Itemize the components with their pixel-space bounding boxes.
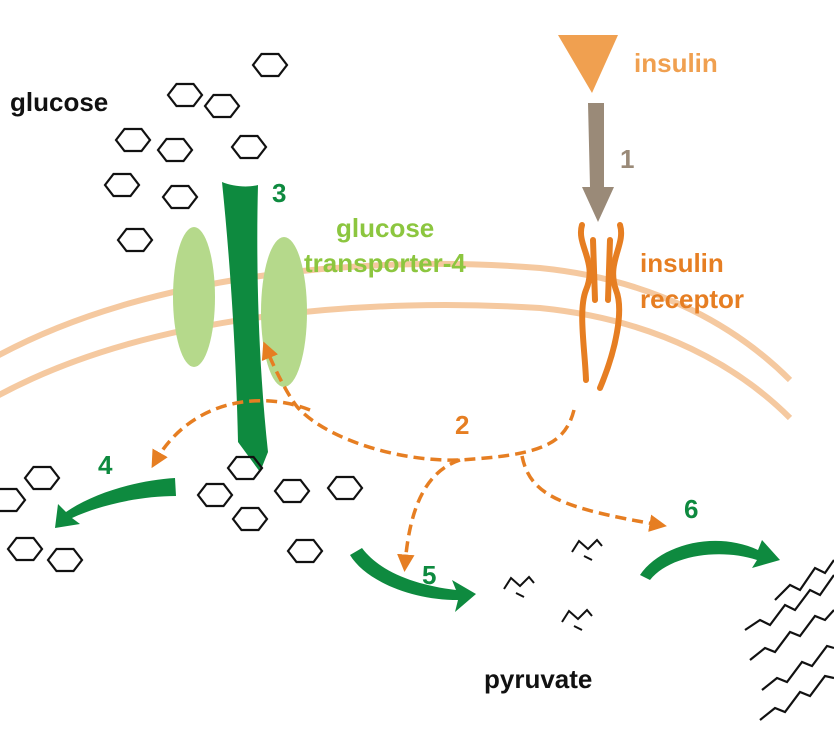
insulin-binding-arrow xyxy=(582,103,614,222)
lipogenesis-arrow xyxy=(640,540,780,580)
step-4-label: 4 xyxy=(98,450,113,480)
step-2-label: 2 xyxy=(455,410,469,440)
glucose-hexagon-icon xyxy=(103,52,289,253)
pyruvate-molecule-icon xyxy=(503,539,603,631)
step-3-label: 3 xyxy=(272,178,286,208)
insulin-receptor-protein xyxy=(577,222,625,391)
step-5-label: 5 xyxy=(422,560,436,590)
receptor-label-line1: insulin xyxy=(640,248,724,278)
glycogen-synthesis-arrow xyxy=(55,478,176,528)
fatty-acid-chain-icon xyxy=(744,559,834,721)
glycolysis-arrow xyxy=(350,548,476,612)
glut4-label-line1: glucose xyxy=(336,213,434,243)
glucose-hexagon-icon xyxy=(196,455,364,564)
insulin-molecule-icon xyxy=(558,35,618,93)
glucose-label: glucose xyxy=(10,87,108,117)
plasma-membrane xyxy=(0,260,793,421)
insulin-signalling-paths xyxy=(151,341,667,572)
receptor-label-line2: receptor xyxy=(640,284,744,314)
step-1-label: 1 xyxy=(620,144,634,174)
glucose-entry-arrow xyxy=(222,182,268,472)
step-6-label: 6 xyxy=(684,494,698,524)
insulin-label: insulin xyxy=(634,48,718,78)
glut4-label-line2: transporter-4 xyxy=(304,248,466,278)
pyruvate-label: pyruvate xyxy=(484,664,592,694)
